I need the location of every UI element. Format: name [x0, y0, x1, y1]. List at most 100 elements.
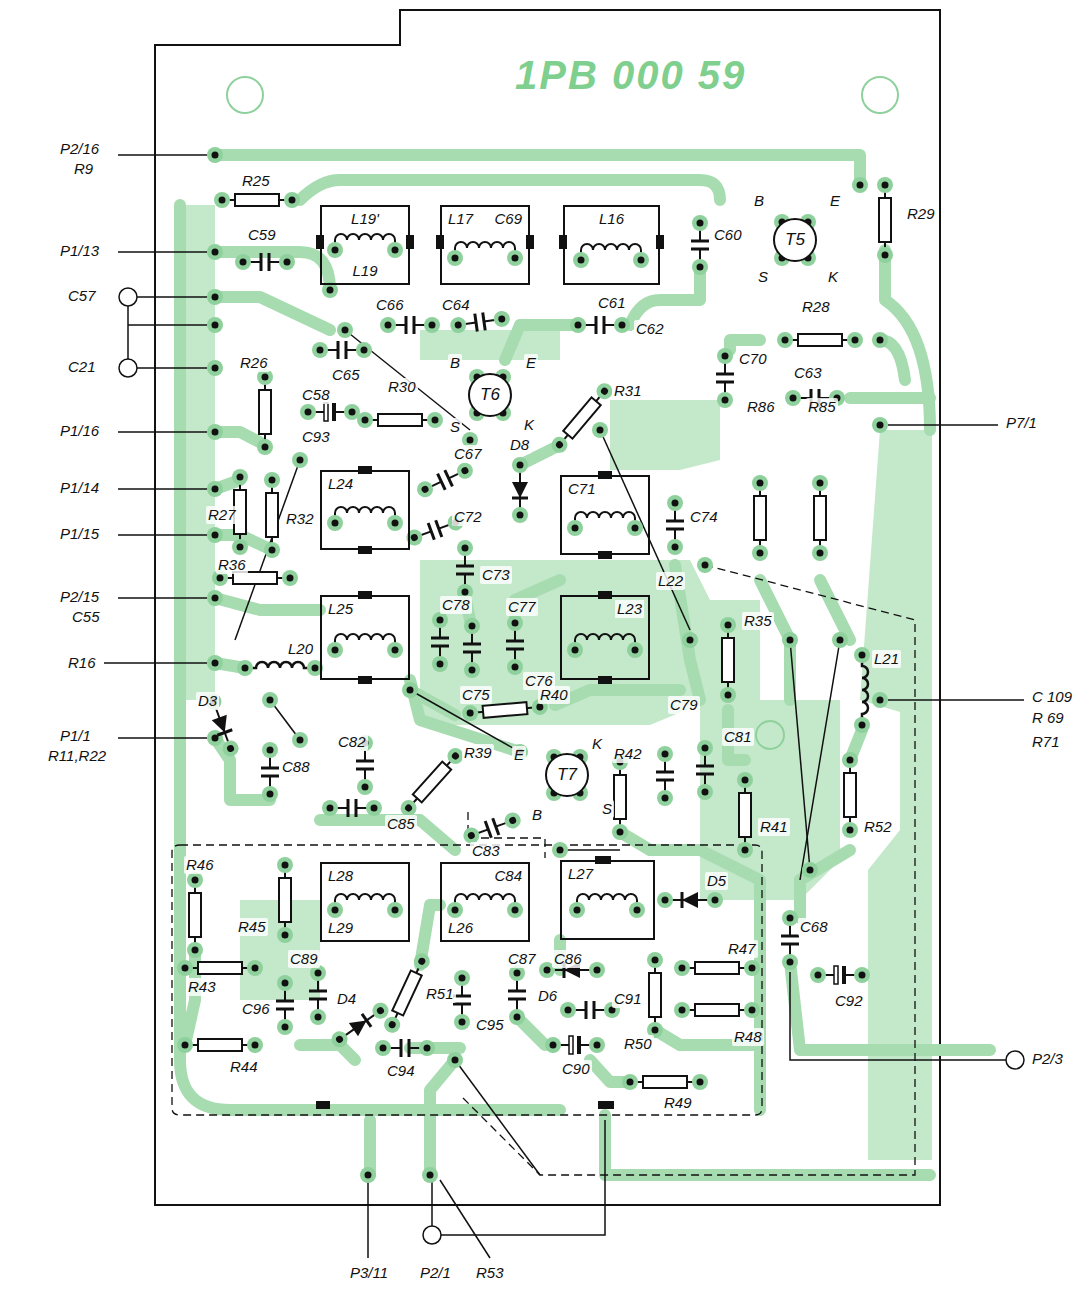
part-label: K: [522, 416, 536, 434]
component-label: L16: [597, 210, 626, 228]
part-label: P2/3: [1030, 1050, 1065, 1068]
part-label: C21: [66, 358, 98, 376]
part-label: C65: [330, 366, 362, 384]
part-label: C86: [552, 950, 584, 968]
coil-can: L23: [560, 595, 650, 680]
part-label: R25: [240, 172, 272, 190]
part-label: B: [752, 192, 766, 210]
component-label: C69: [492, 210, 524, 228]
part-label: C81: [722, 728, 754, 746]
part-label: C91: [612, 990, 644, 1008]
part-label: C67: [452, 445, 484, 463]
part-label: C87: [506, 950, 538, 968]
part-label: B: [448, 354, 462, 372]
component-label: L19: [350, 262, 379, 280]
part-label: R 69: [1030, 709, 1066, 727]
part-label: C85: [385, 815, 417, 833]
part-label: R49: [662, 1094, 694, 1112]
part-label: P1/14: [58, 479, 101, 497]
component-label: L17: [446, 210, 475, 228]
part-label: P2/1: [418, 1264, 453, 1282]
board-number: 1PB 000 59: [515, 52, 746, 98]
part-label: R71: [1030, 733, 1062, 751]
part-label: C79: [668, 696, 700, 714]
part-label: C68: [798, 918, 830, 936]
coil-can: C71: [560, 475, 650, 555]
part-label: C62: [634, 320, 666, 338]
part-label: C89: [288, 950, 320, 968]
part-label: E: [512, 746, 526, 764]
component-label: L29: [326, 919, 355, 937]
part-label: R86: [745, 398, 777, 416]
part-label: C93: [300, 428, 332, 446]
part-label: C95: [474, 1016, 506, 1034]
part-label: K: [590, 735, 604, 753]
part-label: R48: [732, 1028, 764, 1046]
part-label: R41: [758, 818, 790, 836]
part-label: L21: [872, 650, 901, 668]
component-label: L25: [326, 600, 355, 618]
part-label: C60: [712, 226, 744, 244]
coil-can: C84L26: [440, 862, 530, 942]
coil-can: L16: [563, 205, 660, 285]
part-label: R27: [206, 506, 238, 524]
part-label: C70: [737, 350, 769, 368]
part-label: R52: [862, 818, 894, 836]
part-label: R31: [612, 382, 644, 400]
part-label: S: [448, 418, 462, 436]
coil-can: L19' L19: [320, 205, 410, 285]
transistor-name: T5: [783, 231, 807, 249]
transistor-name: T6: [478, 386, 502, 404]
component-label: C84: [492, 867, 524, 885]
part-label: C63: [792, 364, 824, 382]
component-label: L26: [446, 919, 475, 937]
part-label: R42: [612, 745, 644, 763]
part-label: P3/11: [348, 1264, 390, 1282]
part-label: E: [828, 192, 842, 210]
part-label: C77: [506, 598, 538, 616]
part-label: C58: [300, 386, 332, 404]
part-label: R46: [184, 856, 216, 874]
part-label: P7/1: [1004, 414, 1039, 432]
part-label: C73: [480, 566, 512, 584]
part-label: C55: [70, 608, 102, 626]
part-label: R45: [236, 918, 268, 936]
part-label: C59: [246, 226, 278, 244]
part-label: R51: [424, 985, 456, 1003]
part-label: C94: [385, 1062, 417, 1080]
part-label: R9: [72, 160, 95, 178]
component-label: L19': [349, 210, 381, 228]
part-label: E: [524, 354, 538, 372]
coil-can: L27: [560, 860, 655, 940]
transistor-name: T7: [555, 766, 579, 784]
part-label: R85: [806, 398, 838, 416]
transistor-outline: T6: [468, 373, 512, 417]
coil-can: L17 C69: [440, 205, 530, 285]
part-label: C82: [336, 733, 368, 751]
component-label: L28: [326, 867, 355, 885]
part-label: R50: [622, 1035, 654, 1053]
part-label: R11,R22: [46, 747, 108, 765]
part-label: C92: [833, 992, 865, 1010]
part-label: C61: [596, 294, 628, 312]
part-label: C96: [240, 1000, 272, 1018]
part-label: R26: [238, 354, 270, 372]
part-label: C57: [66, 287, 98, 305]
part-label: P1/16: [58, 422, 101, 440]
part-label: R40: [538, 686, 570, 704]
part-label: S: [600, 800, 614, 818]
component-label: L27: [566, 865, 595, 883]
part-label: R30: [386, 378, 418, 396]
part-label: P1/1: [58, 727, 93, 745]
coil-can: L28L29: [320, 862, 410, 942]
part-label: C88: [280, 758, 312, 776]
part-label: D5: [705, 872, 728, 890]
part-label: B: [530, 806, 544, 824]
part-label: P2/15: [58, 588, 101, 606]
part-label: D6: [536, 987, 559, 1005]
part-label: C66: [374, 296, 406, 314]
part-label: R32: [284, 510, 316, 528]
part-label: R29: [905, 205, 937, 223]
part-label: D8: [508, 436, 531, 454]
